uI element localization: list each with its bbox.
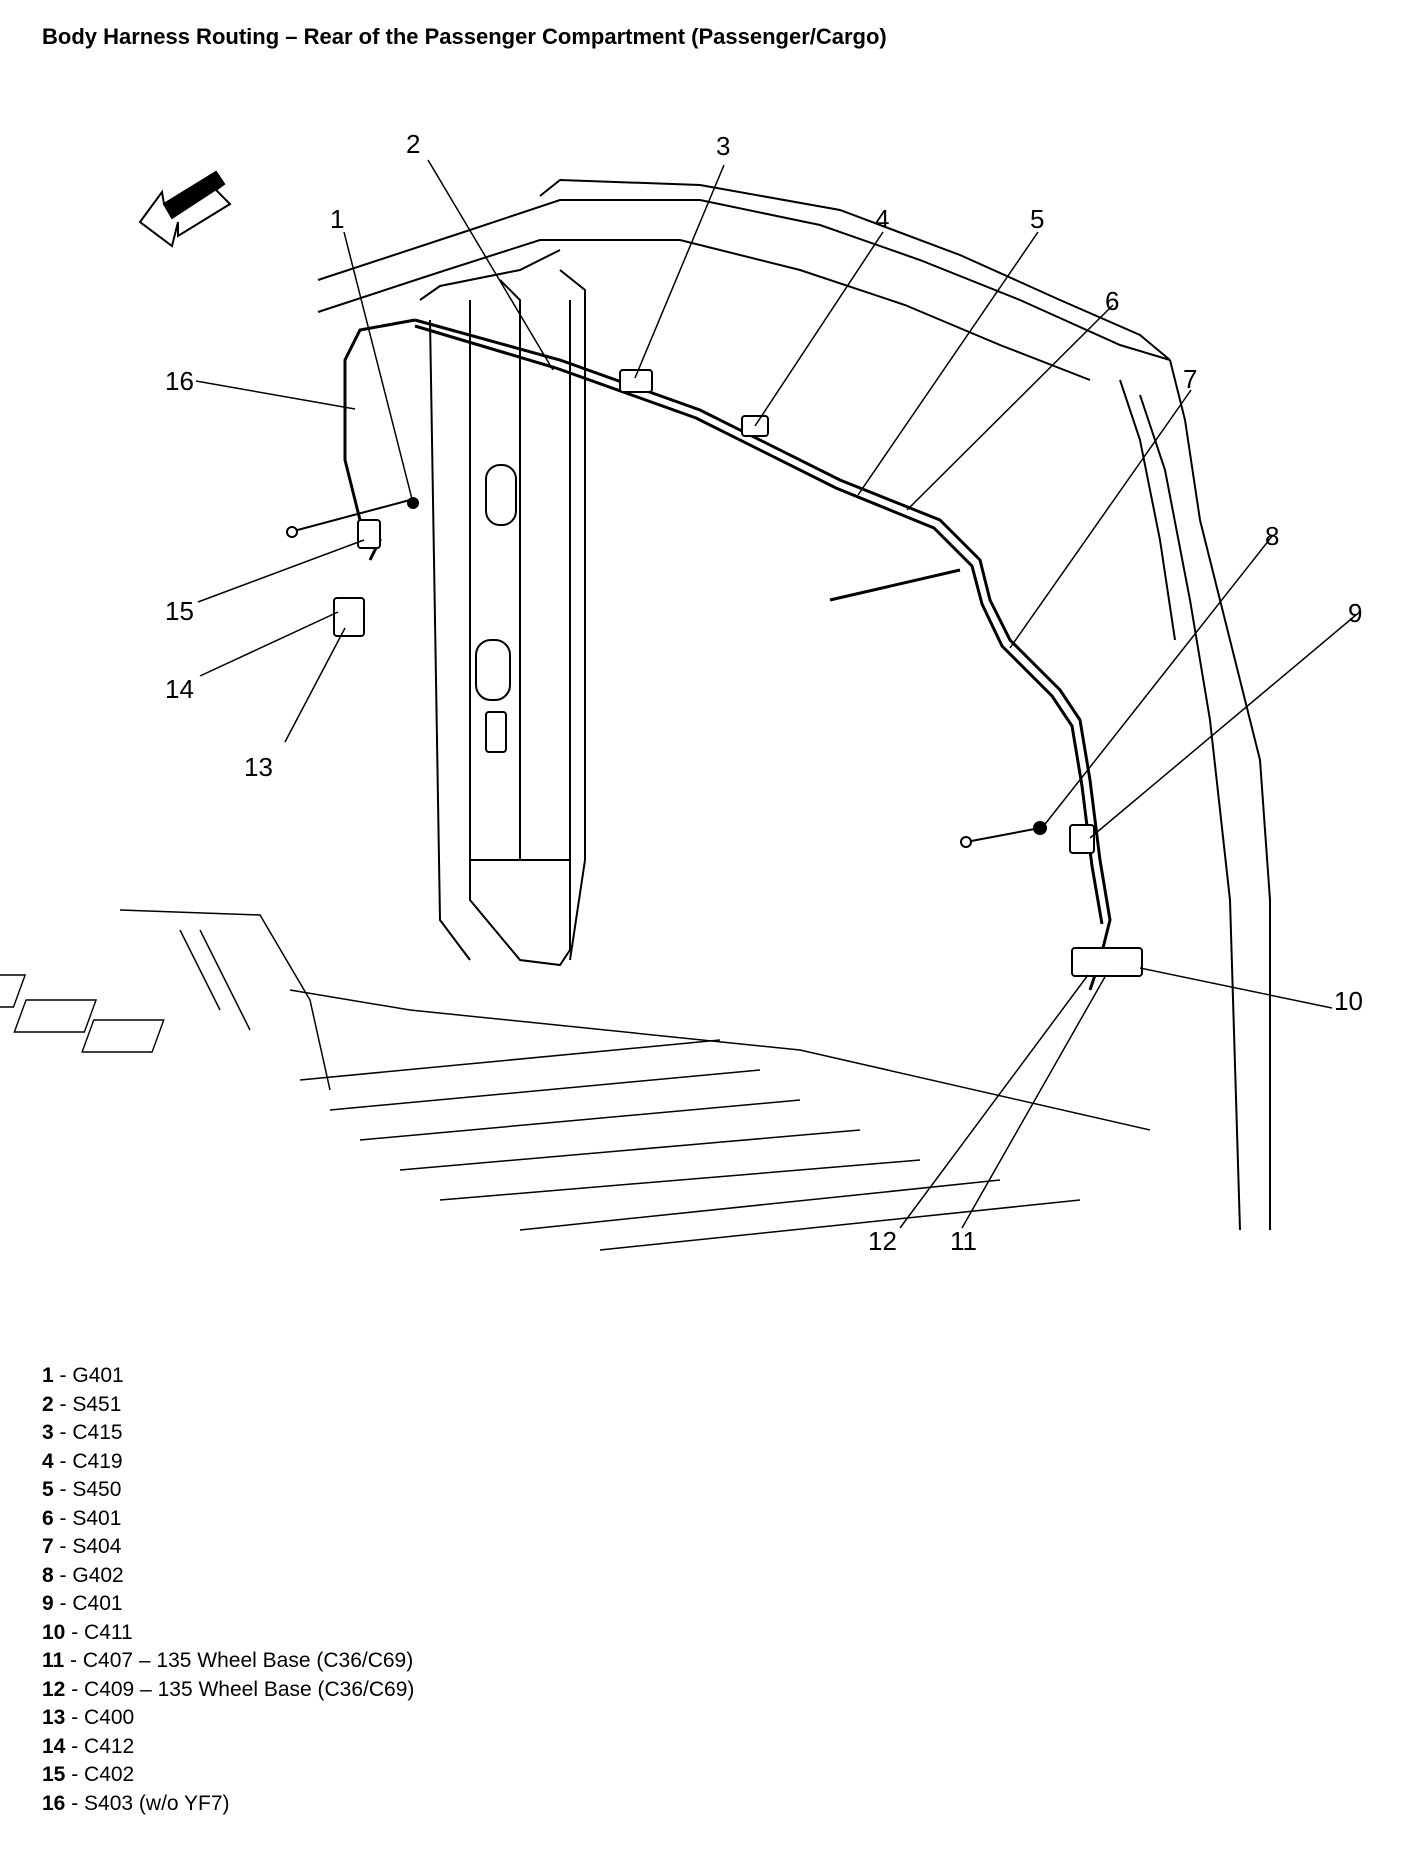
callout-16: 16 (165, 366, 194, 396)
legend-item: 7 - S404 (42, 1535, 122, 1558)
callout-8: 8 (1265, 521, 1279, 551)
legend-item: 12 - C409 – 135 Wheel Base (C36/C69) (42, 1677, 415, 1701)
legend-item: 3 - C415 (42, 1421, 123, 1444)
callout-7: 7 (1183, 364, 1197, 394)
callout-11: 11 (950, 1226, 977, 1256)
legend-list: 1 - G401 2 - S451 3 - C415 4 - C419 5 - … (42, 1362, 414, 1818)
page-title: Body Harness Routing – Rear of the Passe… (42, 24, 887, 49)
callout-10: 10 (1334, 986, 1363, 1016)
callout-1: 1 (330, 204, 344, 234)
arrow-forward-icon (138, 170, 232, 248)
legend-item: 13 - C400 (42, 1706, 135, 1729)
legend-item: 15 - C402 (42, 1763, 135, 1786)
callout-15: 15 (165, 596, 194, 626)
legend-item: 5 - S450 (42, 1478, 122, 1501)
legend-item: 8 - G402 (42, 1563, 124, 1587)
legend-item: 16 - S403 (w/o YF7) (42, 1791, 230, 1815)
legend-item: 2 - S451 (42, 1392, 122, 1416)
legend-item: 4 - C419 (42, 1449, 123, 1473)
callout-12: 12 (868, 1226, 897, 1256)
connectors (333, 369, 1143, 977)
callout-5: 5 (1030, 204, 1044, 234)
callout-2: 2 (406, 129, 420, 159)
callout-3: 3 (716, 131, 730, 161)
callout-14: 14 (165, 674, 194, 704)
callout-9: 9 (1348, 598, 1362, 628)
legend-item: 10 - C411 (42, 1620, 133, 1644)
legend-item: 11 - C407 – 135 Wheel Base (C36/C69) (42, 1649, 414, 1672)
callout-numbers: 1 2 3 4 5 6 7 8 9 10 11 12 13 14 15 16 (165, 129, 1363, 1256)
legend-item: 1 - G401 (42, 1364, 124, 1387)
fasteners (286, 497, 1047, 848)
cargo-floor (0, 909, 1151, 1251)
callout-4: 4 (875, 204, 889, 234)
legend-item: 6 - S401 (42, 1506, 122, 1530)
callout-6: 6 (1105, 286, 1119, 316)
harness-routing-diagram: 1 2 3 4 5 6 7 8 9 10 11 12 13 14 15 16 (0, 129, 1363, 1256)
legend-item: 14 - C412 (42, 1734, 135, 1758)
callout-13: 13 (244, 752, 273, 782)
legend-item: 9 - C401 (42, 1592, 123, 1615)
roof-outline (317, 178, 1271, 1231)
leader-lines (195, 159, 1357, 1229)
left-pillar (429, 269, 586, 967)
harness-roof (343, 318, 1112, 991)
